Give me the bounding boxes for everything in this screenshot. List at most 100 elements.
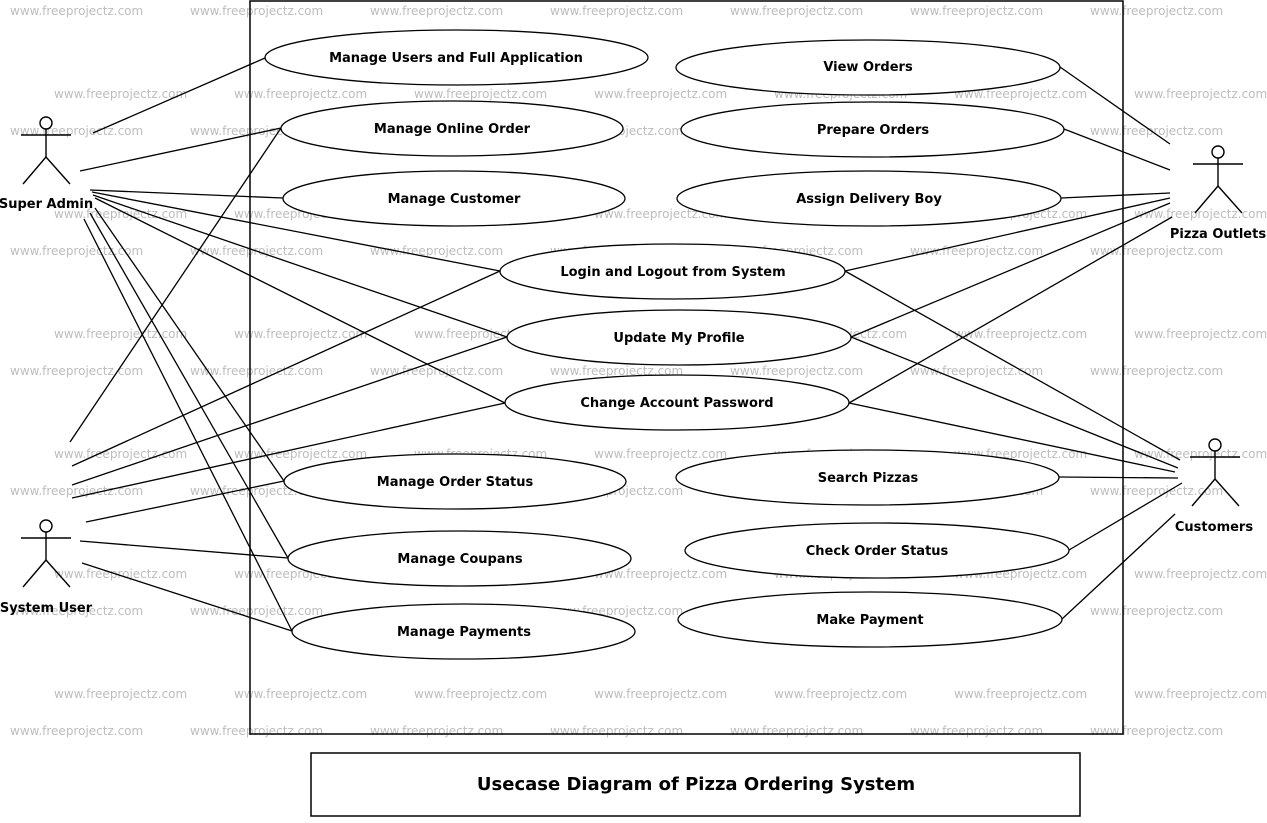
watermark-text: www.freeprojectz.com	[10, 4, 143, 18]
watermark-text: www.freeprojectz.com	[234, 87, 367, 101]
watermark-text: www.freeprojectz.com	[54, 687, 187, 701]
use-case-label: View Orders	[823, 60, 913, 75]
use-case-manage-order-status: Manage Order Status	[283, 453, 627, 510]
association-line	[83, 218, 293, 632]
watermark-text: www.freeprojectz.com	[1134, 87, 1267, 101]
use-case-update-profile: Update My Profile	[506, 309, 852, 366]
association-line	[1059, 66, 1171, 145]
use-case-label: Prepare Orders	[817, 123, 930, 138]
use-case-label: Check Order Status	[806, 544, 949, 559]
use-case-label: Manage Online Order	[374, 122, 531, 137]
stick-figure-icon	[21, 116, 71, 185]
use-case-search-pizzas: Search Pizzas	[675, 449, 1060, 506]
use-case-label: Manage Customer	[388, 192, 521, 207]
association-line	[94, 197, 506, 404]
use-case-label: Manage Users and Full Application	[329, 51, 583, 66]
watermark-text: www.freeprojectz.com	[1090, 604, 1223, 618]
use-case-label: Update My Profile	[613, 331, 744, 346]
actor-label: System User	[0, 601, 93, 616]
use-case-label: Change Account Password	[580, 396, 773, 411]
watermark-text: www.freeprojectz.com	[594, 447, 727, 461]
diagram-title: Usecase Diagram of Pizza Ordering System	[477, 774, 915, 795]
association-line	[92, 57, 266, 134]
watermark-text: www.freeprojectz.com	[910, 4, 1043, 18]
use-case-change-password: Change Account Password	[504, 374, 850, 431]
association-line	[1063, 128, 1171, 171]
association-line	[85, 480, 285, 523]
watermark-text: www.freeprojectz.com	[1090, 4, 1223, 18]
actor-customers: Customers	[1175, 438, 1253, 535]
watermark-text: www.freeprojectz.com	[1134, 207, 1267, 221]
associations	[69, 57, 1183, 632]
watermark-text: www.freeprojectz.com	[1090, 364, 1223, 378]
actor-label: Super Admin	[0, 197, 93, 212]
watermark-layer: www.freeprojectz.com www.freeprojectz.com…	[10, 4, 1267, 738]
watermark-text: www.freeprojectz.com	[1134, 567, 1267, 581]
stick-figure-icon	[1193, 145, 1243, 214]
association-line	[844, 197, 1171, 272]
association-line	[71, 270, 501, 467]
association-line	[89, 189, 284, 199]
association-line	[1060, 192, 1171, 199]
watermark-text: www.freeprojectz.com	[1090, 244, 1223, 258]
actor-system-user: System User	[0, 519, 93, 616]
watermark-text: www.freeprojectz.com	[1090, 724, 1223, 738]
use-case-label: Assign Delivery Boy	[796, 192, 942, 207]
watermark-text: www.freeprojectz.com	[774, 687, 907, 701]
watermark-text: www.freeprojectz.com	[234, 327, 367, 341]
association-line	[848, 216, 1173, 404]
watermark-text: www.freeprojectz.com	[190, 4, 323, 18]
stick-figure-icon	[1190, 438, 1240, 507]
use-case-make-payment: Make Payment	[677, 591, 1063, 648]
use-case-manage-coupans: Manage Coupans	[287, 530, 632, 587]
watermark-text: www.freeprojectz.com	[594, 567, 727, 581]
stick-figure-icon	[21, 519, 71, 588]
watermark-text: www.freeprojectz.com	[370, 4, 503, 18]
watermark-text: www.freeprojectz.com	[10, 364, 143, 378]
association-line	[844, 270, 1181, 461]
watermark-text: www.freeprojectz.com	[910, 724, 1043, 738]
watermark-text: www.freeprojectz.com	[234, 687, 367, 701]
use-case-label: Manage Payments	[397, 625, 531, 640]
use-case-assign-delivery-boy: Assign Delivery Boy	[676, 170, 1062, 227]
watermark-text: www.freeprojectz.com	[550, 364, 683, 378]
association-line	[1058, 476, 1179, 479]
use-case-label: Manage Order Status	[377, 475, 534, 490]
use-case-label: Search Pizzas	[818, 471, 919, 486]
association-line	[79, 540, 289, 559]
watermark-text: www.freeprojectz.com	[1090, 124, 1223, 138]
watermark-text: www.freeprojectz.com	[10, 244, 143, 258]
watermark-text: www.freeprojectz.com	[10, 724, 143, 738]
use-case-label: Login and Logout from System	[560, 265, 785, 280]
system-boundary	[249, 0, 1124, 735]
watermark-text: www.freeprojectz.com	[54, 207, 187, 221]
watermark-text: www.freeprojectz.com	[54, 567, 187, 581]
watermark-text: www.freeprojectz.com	[594, 687, 727, 701]
actor-pizza-outlets: Pizza Outlets	[1170, 145, 1266, 242]
use-case-prepare-orders: Prepare Orders	[680, 101, 1065, 158]
watermark-text: www.freeprojectz.com	[190, 604, 323, 618]
watermark-text: www.freeprojectz.com	[10, 124, 143, 138]
watermark-text: www.freeprojectz.com	[954, 87, 1087, 101]
watermark-text: www.freeprojectz.com	[414, 687, 547, 701]
watermark-text: www.freeprojectz.com	[370, 724, 503, 738]
association-line	[89, 212, 289, 559]
watermark-text: www.freeprojectz.com	[954, 327, 1087, 341]
association-line	[848, 402, 1176, 473]
use-case-manage-users: Manage Users and Full Application	[264, 29, 649, 86]
watermark-text: www.freeprojectz.com	[10, 484, 143, 498]
watermark-text: www.freeprojectz.com	[190, 724, 323, 738]
use-case-label: Manage Coupans	[397, 552, 522, 567]
watermark-text: www.freeprojectz.com	[1134, 687, 1267, 701]
association-line	[91, 191, 501, 272]
watermark-text: www.freeprojectz.com	[730, 4, 863, 18]
watermark-text: www.freeprojectz.com	[234, 447, 367, 461]
actor-label: Customers	[1175, 520, 1253, 535]
actor-label: Pizza Outlets	[1170, 227, 1266, 242]
actor-super-admin: Super Admin	[0, 116, 93, 212]
watermark-text: www.freeprojectz.com	[190, 364, 323, 378]
use-case-label: Make Payment	[816, 613, 923, 628]
watermark-text: www.freeprojectz.com	[1090, 484, 1223, 498]
